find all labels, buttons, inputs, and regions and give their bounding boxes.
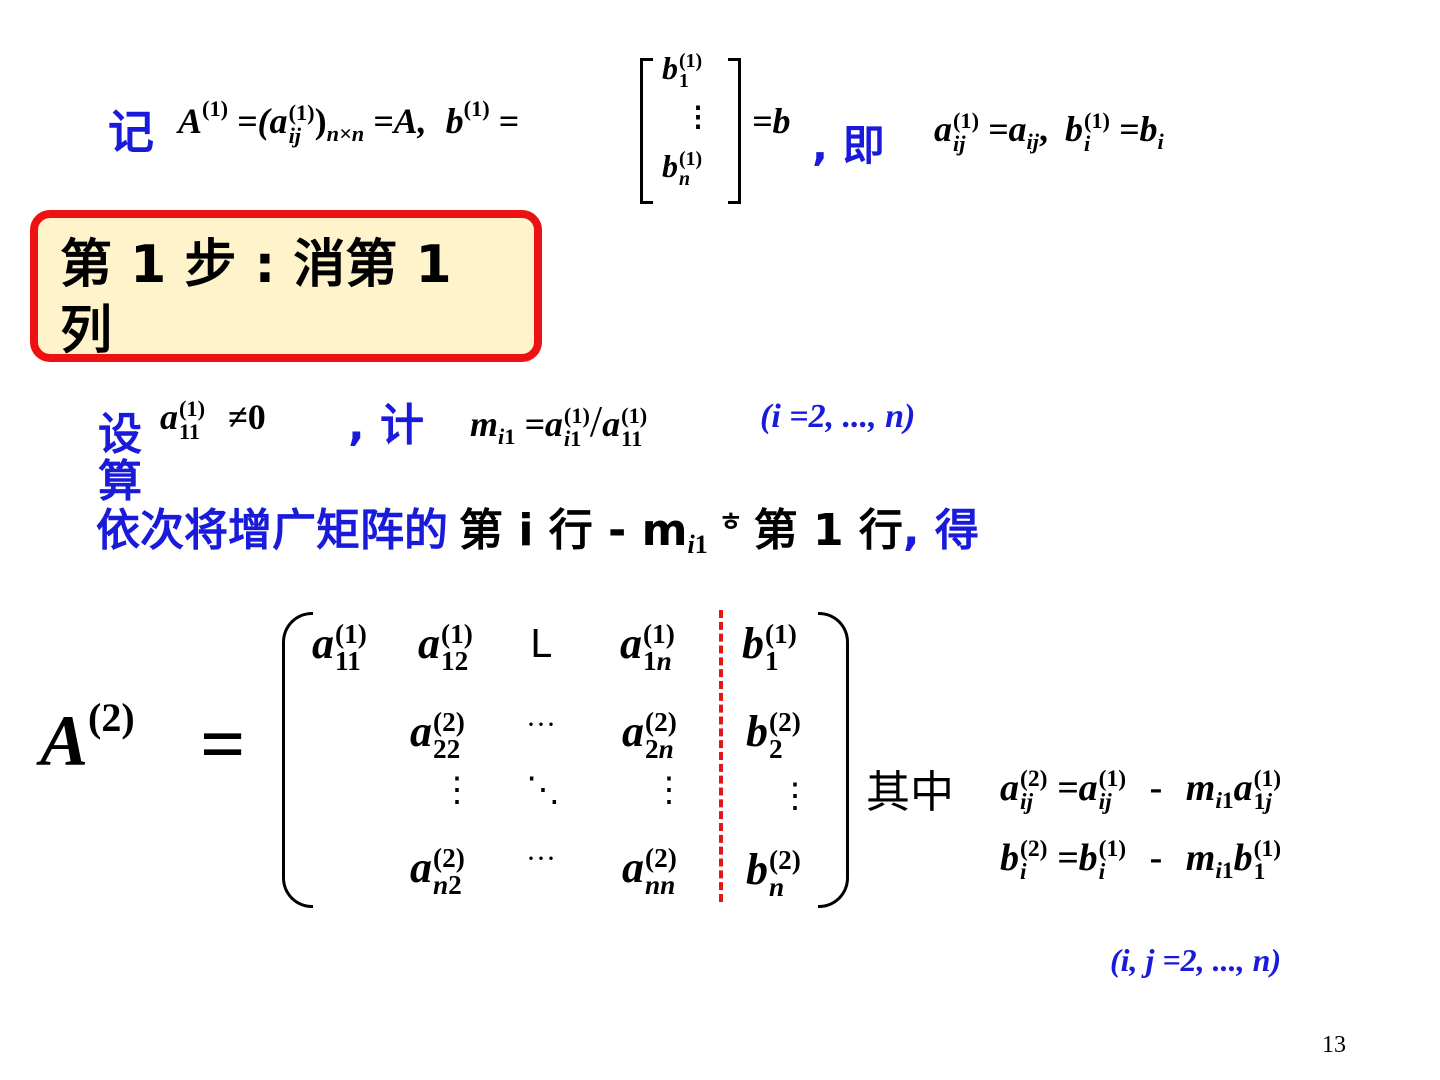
- matrix-lhs-A2: A(2): [40, 695, 135, 781]
- cell-a11: a(1)11: [312, 618, 367, 676]
- size-nxn: n×n: [326, 120, 365, 146]
- vector-right-bracket: [728, 58, 741, 204]
- equals-A: =A,: [373, 101, 427, 141]
- label-ji: 记: [108, 105, 154, 159]
- cell-cdots-row4: ···: [526, 842, 556, 875]
- range-i-j-2-to-n: (i, j =2, ..., n): [1110, 942, 1282, 978]
- formula-aij-equals: a(1)ij =aij, b(1)i =bi: [934, 108, 1164, 156]
- formula-mi1: mi1 =a(1)i1/a(1)11: [470, 397, 648, 451]
- cell-b2: b(2)2: [746, 706, 801, 764]
- matrix-equals: =: [200, 701, 246, 789]
- matrix-right-paren: [818, 612, 849, 908]
- vector-vdots: ⋮: [684, 102, 712, 133]
- cell-ann: a(2)nn: [622, 842, 677, 900]
- cell-an2: a(2)n2: [410, 842, 465, 900]
- vector-b1: b(1)1: [662, 49, 703, 92]
- cell-cdots-row2: ···: [526, 708, 556, 741]
- cell-a12: a(1)12: [418, 618, 473, 676]
- formula-a11-neq-0: a(1)11 ≠0: [160, 396, 266, 444]
- vector-left-bracket: [640, 58, 653, 204]
- cell-vdots-col2: ⋮: [440, 772, 474, 809]
- vector-bn: b(1)n: [662, 147, 703, 190]
- instruction-row-operation: 依次将增广矩阵的 第 i 行 - mi1 ㅎ 第 1 行, 得: [96, 505, 979, 559]
- cell-vdots-col4: ⋮: [652, 772, 686, 809]
- step-1-box: 第 1 步 : 消第 1 列: [30, 210, 542, 362]
- formula-aij2: a(2)ij =a(1)ij - mi1a(1)1j: [1000, 765, 1282, 816]
- cell-a22: a(2)22: [410, 706, 465, 764]
- cell-a1n: a(1)1n: [620, 618, 675, 676]
- symbol-b: b: [445, 101, 464, 141]
- cell-bn: b(2)n: [746, 844, 801, 902]
- equals-b-vector: =b: [752, 101, 791, 141]
- label-jiyi: , 即: [812, 121, 885, 170]
- matrix-left-paren: [282, 612, 313, 908]
- equals-aij: =(a: [237, 101, 288, 141]
- symbol-A: A: [178, 101, 203, 141]
- cell-ddots: ⋱: [526, 772, 560, 809]
- cell-b1: b(1)1: [742, 618, 797, 676]
- cell-L: L: [530, 622, 552, 666]
- step-1-title: 第 1 步 : 消第 1 列: [60, 235, 452, 361]
- label-qizhong: 其中: [866, 767, 954, 818]
- cell-a2n: a(2)2n: [622, 706, 677, 764]
- cell-vdots-col5: ⋮: [778, 778, 812, 815]
- page-number: 13: [1322, 1032, 1346, 1058]
- label-jisuan: , 计算: [98, 400, 425, 507]
- formula-A1-definition: A(1) =(a(1)ij)n×n =A, b(1) =: [178, 96, 520, 148]
- formula-bi2: b(2)i =b(1)i - mi1b(1)1: [1000, 835, 1282, 886]
- label-she: 设: [98, 409, 142, 460]
- range-i-2-to-n: (i =2, ..., n): [760, 398, 916, 435]
- augmented-divider: [719, 610, 723, 902]
